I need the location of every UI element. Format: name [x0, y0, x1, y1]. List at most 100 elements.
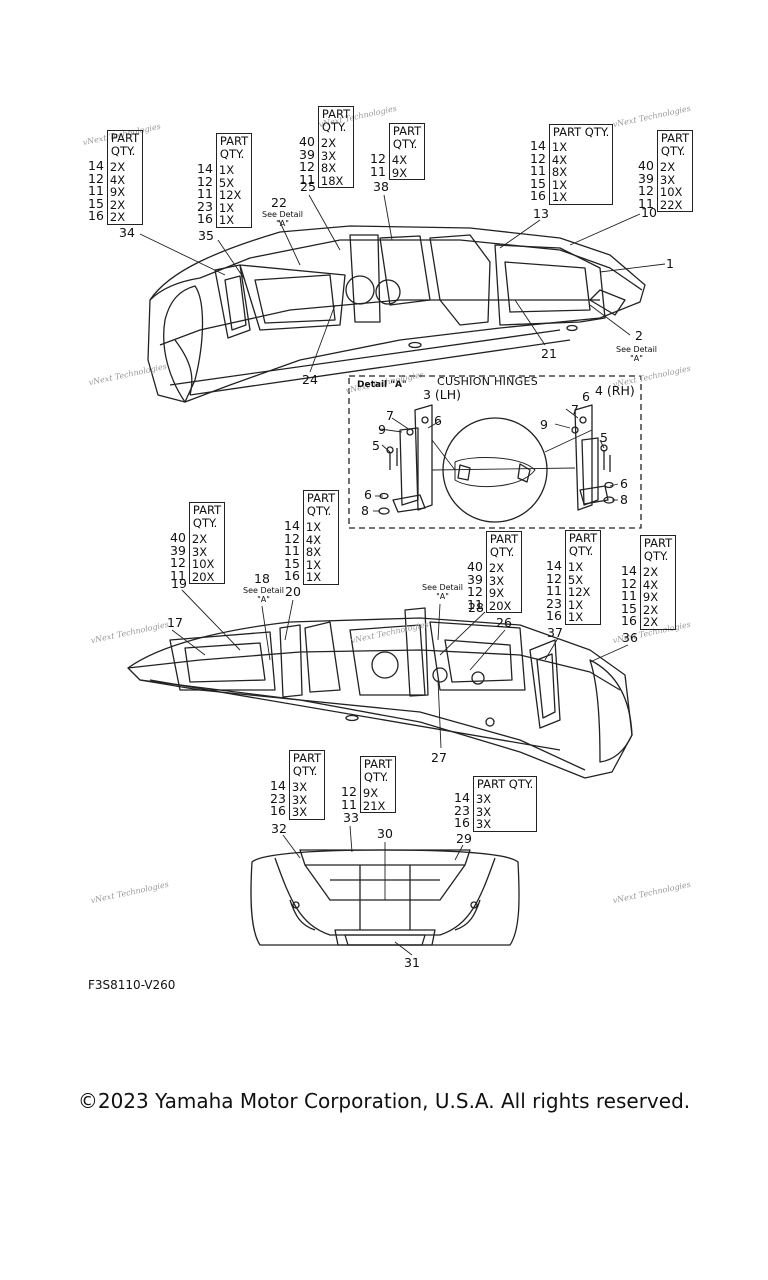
callout-36: 36 [622, 630, 638, 645]
part-number: 11 [88, 183, 104, 198]
qty-value: 2X [659, 160, 676, 174]
qty-value: 3X [475, 817, 492, 831]
qty-value: 4X [109, 172, 126, 187]
qty-header-text: PART [489, 532, 519, 546]
callout-25: 25 [300, 179, 316, 194]
leaders-boat-1 [139, 194, 666, 373]
qty-value: 3X [291, 805, 308, 819]
qty-value: 10X [659, 185, 683, 199]
qty-header-text: QTY. [489, 544, 515, 559]
qty-header: PART QTY. [472, 776, 538, 793]
copyright-notice: ©2023 Yamaha Motor Corporation, U.S.A. A… [77, 1089, 691, 1113]
part-number: 15 [530, 175, 546, 191]
see-detail-ref: "A" [630, 354, 643, 363]
part-number: 39 [170, 542, 186, 558]
qty-header-text: PART [219, 134, 249, 148]
qty-value: 9X [391, 165, 408, 180]
qty-header-text: QTY. [568, 543, 594, 558]
qty-value: 1X [218, 213, 235, 227]
qty-value: 9X [362, 786, 379, 800]
qty-value: 9X [642, 590, 659, 604]
part-number: 11 [299, 171, 315, 187]
part-number: 14 [197, 161, 213, 176]
callout-19: 19 [171, 576, 187, 591]
callout-27: 27 [431, 750, 447, 765]
leaders-boat-3 [282, 825, 464, 956]
callout-6: 6 [620, 476, 628, 491]
qty-header-text: PART [292, 751, 322, 765]
qty-value: 3X [320, 148, 337, 163]
qty-header-text: QTY. [363, 769, 389, 784]
qty-header-text: PART [363, 757, 393, 771]
qty-value: 3X [488, 573, 505, 588]
qty-value: 20X [488, 598, 512, 613]
qty-header-text: PART [110, 131, 140, 145]
part-number: 40 [638, 158, 654, 173]
part-number: 12 [299, 159, 315, 174]
qty-value: 2X [109, 197, 126, 212]
qty-value: 4X [642, 577, 659, 592]
see-detail-note: See Detail"A" [616, 345, 657, 363]
qty-value: 3X [291, 780, 308, 794]
qty-header-text: QTY. [192, 515, 218, 530]
see-detail-ref: "A" [276, 219, 289, 228]
qty-header: PART QTY. [548, 124, 614, 141]
callout-33: 33 [343, 810, 359, 825]
part-number: 16 [284, 568, 300, 583]
callout-5: 5 [372, 438, 380, 453]
part-number: 11 [170, 567, 186, 583]
qty-value: 18X [320, 173, 344, 188]
part-number: 39 [299, 146, 315, 162]
qty-header-text: QTY. [219, 146, 245, 161]
callout-8: 8 [361, 503, 369, 518]
part-number: 16 [88, 208, 104, 223]
callout-3-lh: 3 (LH) [423, 387, 462, 402]
qty-value: 1X [305, 570, 322, 584]
part-number: 23 [454, 802, 470, 818]
callout-6: 6 [434, 413, 442, 428]
qty-value: 5X [218, 175, 235, 190]
part-number: 12 [88, 170, 104, 186]
part-number: 12 [370, 151, 386, 166]
qty-value: 9X [488, 586, 505, 600]
qty-header-text: PART QTY. [476, 777, 534, 791]
qty-value: 1X [218, 163, 235, 177]
part-number: 12 [546, 570, 562, 586]
qty-value: 2X [642, 565, 659, 579]
part-number: 11 [530, 163, 546, 178]
qty-value: 22X [659, 197, 683, 212]
boat-rear-view-3 [250, 849, 520, 946]
qty-value: 3X [191, 544, 208, 559]
callout-10: 10 [641, 205, 657, 220]
qty-header-text: QTY. [660, 143, 686, 158]
qty-value: 1X [551, 190, 568, 204]
part-number: 11 [341, 796, 357, 812]
detail-title: CUSHION HINGES [437, 375, 539, 388]
callout-29: 29 [456, 831, 472, 846]
callout-7: 7 [571, 402, 579, 417]
part-number: 11 [546, 583, 562, 598]
part-number: 23 [197, 198, 213, 214]
part-number: 16 [530, 188, 546, 203]
part-number: 14 [284, 518, 300, 533]
callout-13: 13 [533, 206, 549, 221]
qty-value: 3X [475, 792, 492, 806]
qty-value: 2X [191, 532, 208, 546]
